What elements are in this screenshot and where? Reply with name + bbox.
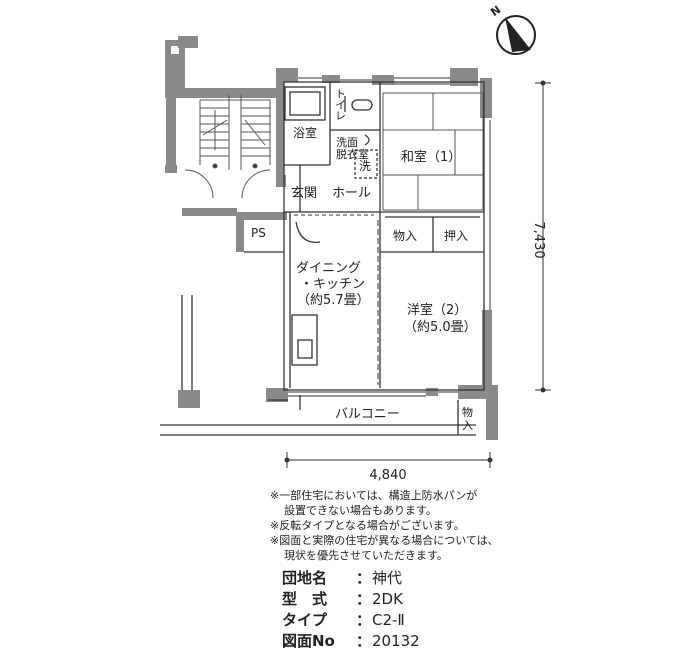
info-row-type: 型 式 ：2DK — [282, 589, 420, 610]
entrance-label: 玄関 — [291, 186, 317, 201]
storage-label: 物入 — [393, 229, 417, 243]
notes: ※一部住宅においては、構造上防水パンが 設置できない場合もあります。 ※反転タイ… — [270, 488, 499, 563]
partitions — [160, 81, 485, 436]
balcony-label: バルコニー — [335, 407, 400, 422]
type-label: 型 式 — [282, 590, 328, 608]
variant-label: タイプ — [282, 611, 328, 629]
colon: ： — [356, 590, 372, 608]
bath-label: 浴室 — [293, 125, 317, 140]
closet-label: 押入 — [444, 229, 468, 243]
width-dimension: 4,840 — [369, 468, 406, 483]
hall-label: ホール — [332, 186, 371, 201]
colon: ： — [356, 569, 372, 587]
western-room-label: 洋室（2） — [407, 302, 467, 318]
note-line: ※一部住宅においては、構造上防水パンが — [270, 489, 478, 502]
washer-label: 洗 — [359, 159, 371, 173]
variant-value: C2-Ⅱ — [372, 611, 405, 629]
balcony-storage-label-2: 入 — [462, 419, 473, 432]
note-line: 現状を優先させていただきます。 — [284, 549, 448, 562]
note-line: ※図面と実際の住宅が異なる場合については、 — [270, 534, 499, 547]
dining-kitchen-label-1: ダイニング — [296, 261, 361, 276]
drawing-label: 図面No — [282, 632, 335, 650]
drawing-value: 20132 — [372, 632, 420, 650]
balcony-storage-label-1: 物 — [462, 405, 473, 419]
colon: ： — [356, 632, 372, 650]
ps-label: PS — [251, 226, 266, 240]
complex-label: 団地名 — [282, 569, 328, 587]
floor-plan: N — [160, 3, 551, 483]
info-row-variant: タイプ ：C2-Ⅱ — [282, 610, 420, 631]
dining-kitchen-size: （約5.7畳） — [297, 293, 370, 308]
note-line: ※反転タイプとなる場合がございます。 — [270, 519, 465, 532]
western-room-size: （約5.0畳） — [404, 320, 477, 335]
dimension-lines — [284, 80, 551, 468]
toilet-label: トイレ — [334, 88, 347, 121]
property-info: 団地名：神代 型 式：2DK タイプ：C2-Ⅱ 図面No：20132 — [282, 568, 420, 652]
north-arrow-icon: N — [488, 3, 536, 55]
japanese-room-label: 和室（1） — [401, 149, 461, 165]
complex-value: 神代 — [372, 569, 403, 587]
dining-kitchen-label-2: ・キッチン — [300, 277, 365, 292]
north-label: N — [488, 3, 503, 19]
openings — [288, 77, 491, 397]
note-line: 設置できない場合もあります。 — [284, 504, 437, 517]
stairwell — [165, 36, 277, 216]
height-dimension: 7,430 — [531, 221, 546, 258]
colon: ： — [356, 611, 372, 629]
info-row-drawing: 図面No ：20132 — [282, 631, 420, 652]
washroom-label-2: 脱衣室 — [336, 147, 369, 161]
washroom-label-1: 洗面 — [336, 136, 358, 149]
info-row-complex: 団地名 ：神代 — [282, 568, 420, 589]
tatami-room — [382, 92, 484, 211]
type-value: 2DK — [372, 590, 403, 608]
